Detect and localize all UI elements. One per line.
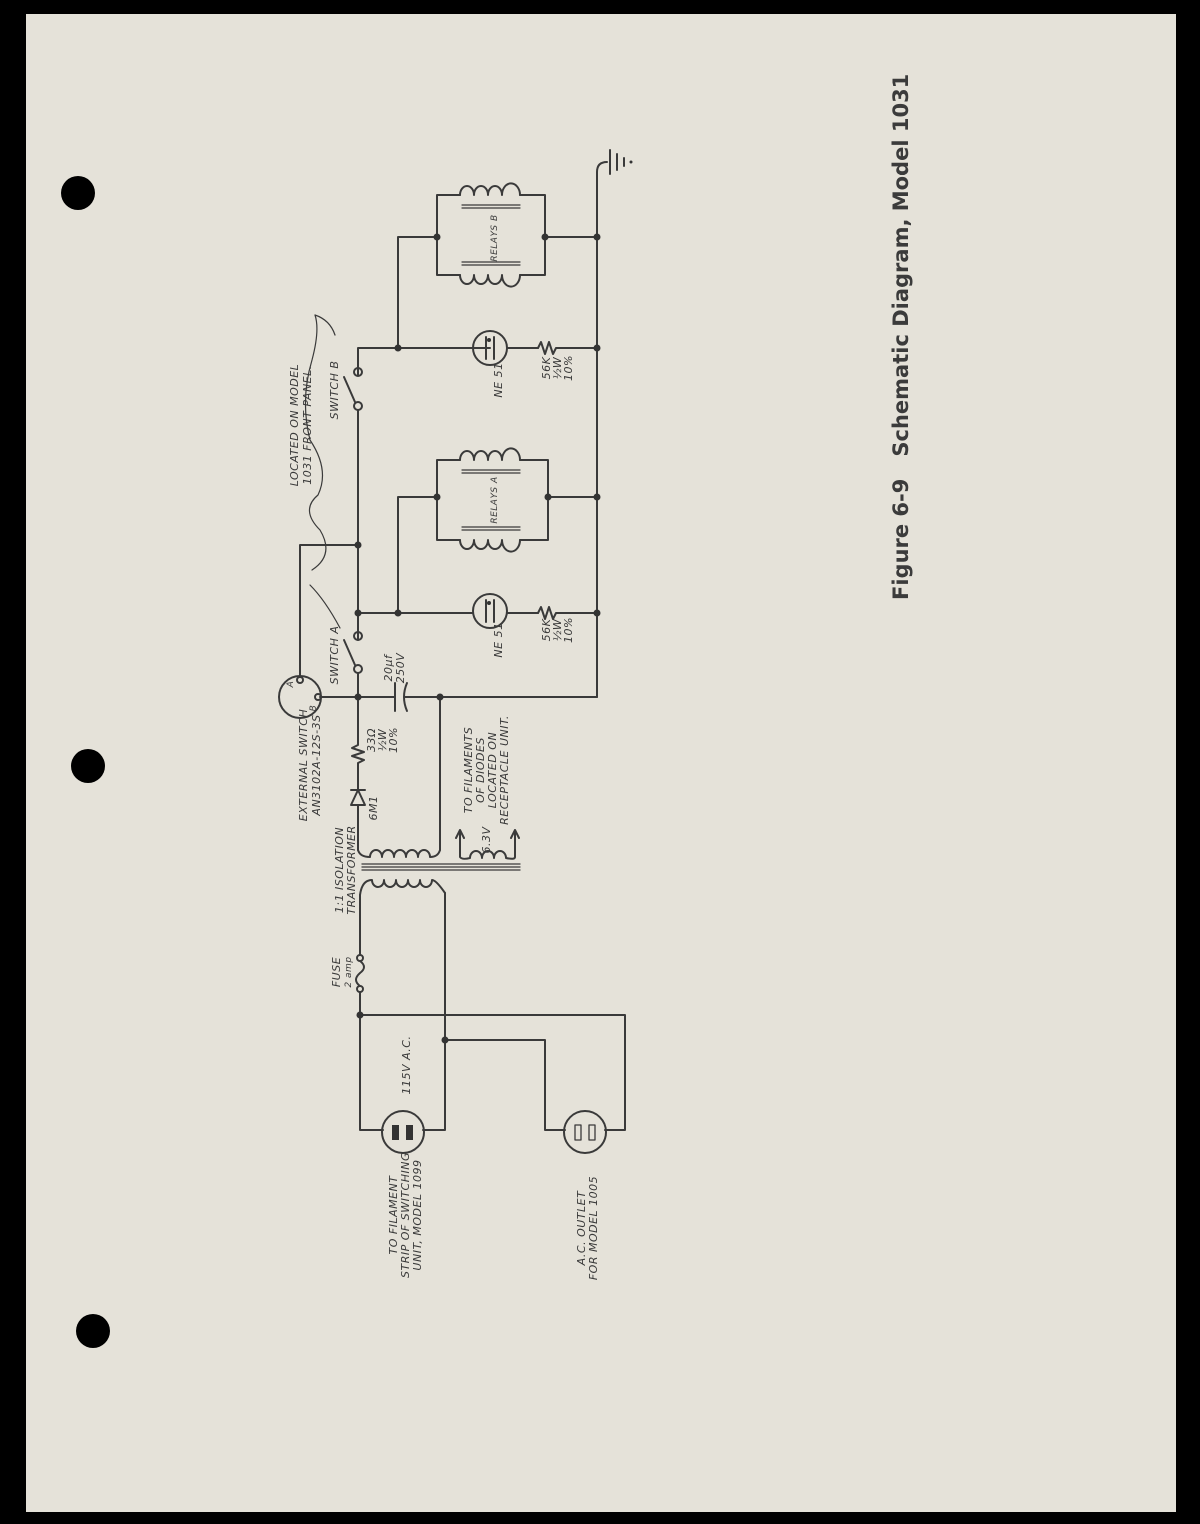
label-diode: 6M1 [367,796,380,821]
label-filaments-3: LOCATED ON [486,732,499,808]
outlet-wires [359,1014,626,1131]
label-relays-a: RELAYS A [490,476,500,523]
fuse-icon [355,954,365,993]
label-res33-3: 10% [387,727,400,753]
relay-b-coil-icon [459,182,521,196]
label-res33-2: ½W [376,728,389,751]
figure-title: Schematic Diagram, Model 1031 [889,74,913,457]
resistor-56k-a-icon [537,606,598,620]
neon-lamp-b-icon [472,330,508,366]
label-res56b-2: ½W [551,356,564,379]
ac-outlet-icon [563,1110,607,1154]
label-res56a-3: 10% [562,617,575,643]
switch-wire [299,544,359,678]
label-fuse-2: 2 amp [344,956,354,987]
label-6-3v: 6.3V [480,826,493,854]
paper [26,14,1176,1512]
label-res56a-1: 56K [540,618,553,641]
transformer-secondary-coil-icon [357,849,441,858]
relay-b-coil-icon [459,274,521,288]
label-res56b-3: 10% [562,355,575,381]
relay-a-coil-icon [459,447,521,461]
schematic: A B [278,149,633,1154]
capacitor-icon [394,682,408,712]
filament-winding-icon [455,829,520,860]
label-res56a-2: ½W [551,618,564,641]
punch-hole [61,176,95,210]
switch-rail [357,347,491,698]
figure-number: Figure 6-9 [889,479,913,600]
transformer-primary-coil-icon [359,879,446,896]
resistor-56k-b-icon [537,341,598,355]
label-located-1: LOCATED ON MODEL [288,364,301,487]
label-socket-3: UNIT, MODEL 1099 [411,1159,424,1270]
filament-socket-icon [381,1110,425,1154]
junction-dots [354,233,601,1044]
relay-a-coil-icon [459,539,521,553]
resistor-33-icon [351,696,365,851]
label-filaments-4: RECEPTACLE UNIT. [498,715,511,825]
neon-lamp-a-icon [472,593,508,629]
switch-a-icon [343,631,363,674]
label-fuse-1: FUSE [330,957,343,987]
label-socket-2: STRIP OF SWITCHING [399,1152,412,1278]
label-ne51-a: NE 51 [492,622,505,657]
ground-rail [596,161,608,698]
transformer-core-icon [361,863,521,871]
label-switch-b: SWITCH B [328,361,341,420]
label-cap-2: 250V [394,652,407,683]
labels: LOCATED ON MODEL 1031 FRONT PANEL. SWITC… [288,214,600,1280]
punch-hole [76,1314,110,1348]
label-relays-b: RELAYS B [490,214,500,261]
label-res33-1: 33Ω [365,728,378,752]
pin-b-label: B [309,705,319,712]
primary-wires [359,892,446,1131]
label-outlet-1: A.C. OUTLET [575,1190,588,1266]
label-socket-1: TO FILAMENT [387,1175,400,1255]
label-res56b-1: 56K [540,356,553,379]
label-ne51-b: NE 51 [492,362,505,397]
figure-caption: Figure 6-9 Schematic Diagram, Model 1031 [889,74,913,600]
ground-icon [609,149,633,175]
switch-b-icon [343,367,363,411]
pin-a-label: A [286,681,296,689]
label-115v-ac: 115V A.C. [400,1036,413,1095]
diode-icon [350,789,366,806]
label-ext-switch-2: AN3102A-12S-3S [310,714,323,816]
label-located-2: 1031 FRONT PANEL. [301,365,314,484]
label-outlet-2: FOR MODEL 1005 [587,1176,600,1280]
label-filaments-1: TO FILAMENTS [462,727,475,813]
label-ext-switch-1: EXTERNAL SWITCH [297,709,310,821]
label-switch-a: SWITCH A [328,626,341,685]
callout-squiggle [304,314,341,629]
label-xfmr-1: 1:1 ISOLATION [333,827,346,913]
label-cap-1: 20µf [382,653,395,681]
label-xfmr-2: TRANSFORMER [345,825,358,914]
punch-hole [71,749,105,783]
label-filaments-2: OF DIODES [474,737,487,803]
